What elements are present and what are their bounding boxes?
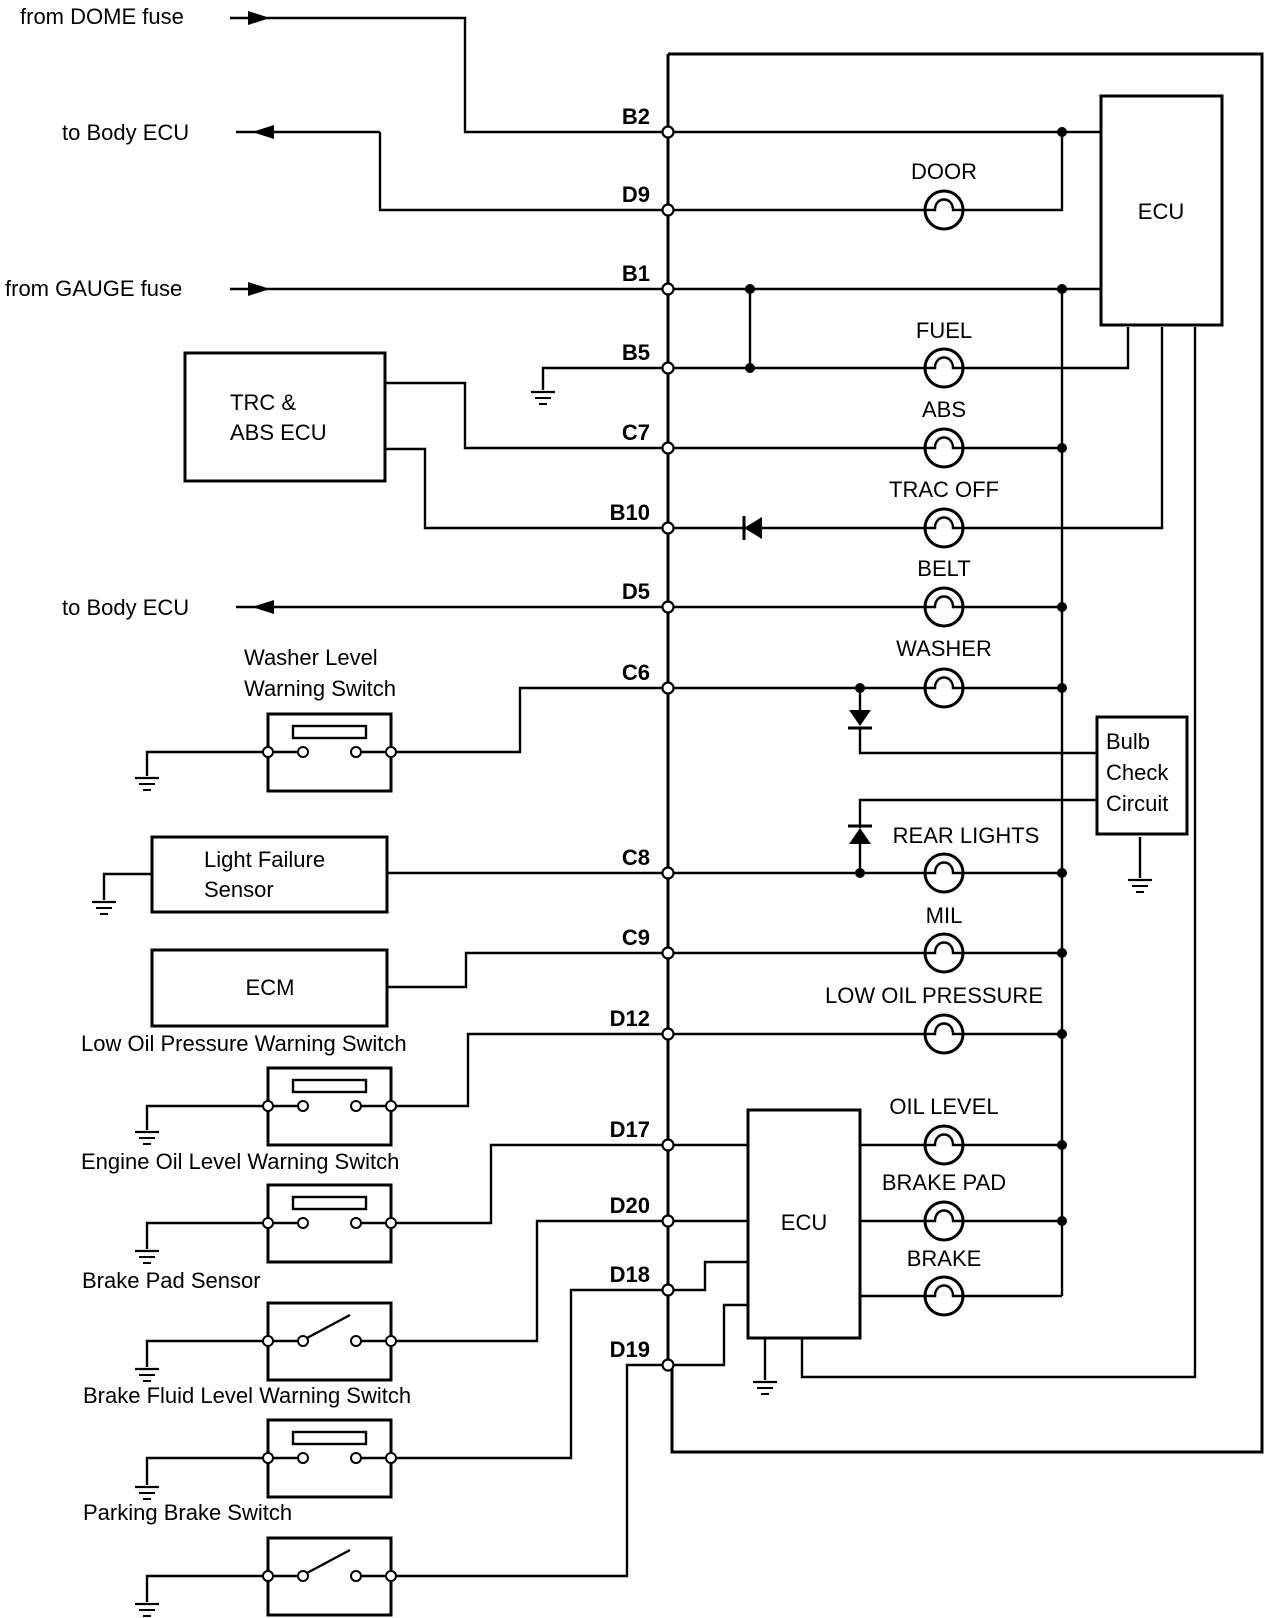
ecm-label: ECM	[246, 975, 295, 1000]
pin-b5: B5	[622, 340, 650, 365]
lamp-label-trac-off: TRAC OFF	[889, 477, 999, 502]
label-from-gauge-fuse: from GAUGE fuse	[5, 276, 182, 301]
door-lamp	[923, 189, 965, 231]
arrow-in-gauge	[248, 282, 270, 296]
label-to-body-ecu-2: to Body ECU	[62, 595, 189, 620]
mil-lamp	[923, 932, 965, 974]
arrow-in-dome	[248, 11, 270, 25]
label-to-body-ecu-1: to Body ECU	[62, 120, 189, 145]
light-failure-label-2: Sensor	[204, 877, 274, 902]
lamp-label-oil-level: OIL LEVEL	[889, 1094, 998, 1119]
bulb-check-box	[1095, 715, 1189, 836]
pin-c6: C6	[622, 660, 650, 685]
ground-parking-switch	[133, 1602, 161, 1618]
bulb-check-label-1: Bulb	[1106, 729, 1150, 754]
lamp-label-rear-lights: REAR LIGHTS	[893, 823, 1040, 848]
label-from-dome-fuse: from DOME fuse	[20, 4, 184, 29]
ground-low-oil-switch	[133, 1130, 161, 1146]
lamp-label-door: DOOR	[911, 159, 977, 184]
light-failure-box	[150, 835, 389, 914]
brake-lamp	[923, 1275, 965, 1317]
pin-d19: D19	[610, 1337, 650, 1362]
ecu-bottom-label: ECU	[781, 1210, 827, 1235]
arrowheads	[248, 11, 274, 614]
low-oil-switch-label: Low Oil Pressure Warning Switch	[81, 1031, 407, 1056]
parking-switch-label: Parking Brake Switch	[83, 1500, 292, 1525]
arrow-out-body-ecu-2	[252, 600, 274, 614]
low-oil-switch-symbol	[261, 1066, 398, 1147]
pin-b1: B1	[622, 261, 650, 286]
ecu-top-box	[1099, 94, 1224, 327]
pin-d12: D12	[610, 1006, 650, 1031]
ground-engine-oil-switch	[133, 1249, 161, 1265]
low-oil-lamp	[923, 1013, 965, 1055]
connector-terminals	[661, 125, 675, 1372]
pin-d17: D17	[610, 1117, 650, 1142]
diode-rear-lights	[848, 824, 872, 844]
ecm-box	[150, 948, 389, 1028]
ecu-top-label: ECU	[1138, 199, 1184, 224]
brake-pad-sensor-label: Brake Pad Sensor	[82, 1268, 261, 1293]
parking-switch-symbol	[261, 1536, 398, 1617]
lamp-label-low-oil: LOW OIL PRESSURE	[825, 983, 1043, 1008]
ground-washer-switch	[133, 776, 161, 792]
light-failure-label-1: Light Failure	[204, 847, 325, 872]
pin-d9: D9	[622, 182, 650, 207]
brake-fluid-switch-label: Brake Fluid Level Warning Switch	[83, 1383, 411, 1408]
belt-lamp	[923, 586, 965, 628]
ground-brake-fluid-switch	[133, 1485, 161, 1501]
engine-oil-switch-symbol	[261, 1183, 398, 1264]
pin-d5: D5	[622, 579, 650, 604]
pin-c7: C7	[622, 420, 650, 445]
pin-c8: C8	[622, 845, 650, 870]
brake-pad-sensor-symbol	[261, 1301, 398, 1382]
lamp-label-brake: BRAKE	[907, 1246, 982, 1271]
diode-washer	[848, 710, 872, 730]
washer-lamp	[923, 667, 965, 709]
diodes	[742, 516, 872, 844]
diode-trac-off	[742, 516, 762, 540]
pin-c9: C9	[622, 925, 650, 950]
bulb-check-label-2: Check	[1106, 760, 1169, 785]
lamp-label-mil: MIL	[926, 903, 963, 928]
abs-lamp	[923, 427, 965, 469]
engine-oil-switch-label: Engine Oil Level Warning Switch	[81, 1149, 399, 1174]
rear-lights-lamp	[923, 852, 965, 894]
component-boxes	[150, 94, 1224, 1340]
lamp-label-washer: WASHER	[896, 636, 992, 661]
lamp-label-fuel: FUEL	[916, 318, 972, 343]
washer-switch-label-2: Warning Switch	[244, 676, 396, 701]
trc-abs-label-2: ABS ECU	[230, 420, 327, 445]
trac-off-lamp	[923, 507, 965, 549]
ground-bulb-check	[1126, 878, 1154, 894]
washer-switch-label-1: Washer Level	[244, 645, 378, 670]
ground-b5	[529, 390, 557, 406]
brake-fluid-switch-symbol	[261, 1418, 398, 1499]
ecu-bottom-box	[746, 1108, 862, 1340]
oil-level-lamp	[923, 1124, 965, 1166]
lamp-label-brake-pad: BRAKE PAD	[882, 1170, 1006, 1195]
trc-abs-label-1: TRC &	[230, 390, 296, 415]
arrow-out-body-ecu-1	[252, 125, 274, 139]
junction-dots	[745, 127, 1067, 1226]
trc-abs-ecu-box	[183, 351, 387, 483]
lamp-label-belt: BELT	[917, 556, 970, 581]
lamp-label-abs: ABS	[922, 397, 966, 422]
fuel-lamp	[923, 347, 965, 389]
ground-ecu-bottom	[751, 1380, 779, 1396]
pin-b10: B10	[610, 500, 650, 525]
brake-pad-lamp	[923, 1200, 965, 1242]
ground-light-failure	[90, 900, 118, 916]
pin-d20: D20	[610, 1193, 650, 1218]
pin-b2: B2	[622, 104, 650, 129]
washer-switch-symbol	[261, 712, 398, 793]
bulb-check-label-3: Circuit	[1106, 791, 1168, 816]
ground-brake-pad-sensor	[133, 1367, 161, 1383]
pin-d18: D18	[610, 1262, 650, 1287]
